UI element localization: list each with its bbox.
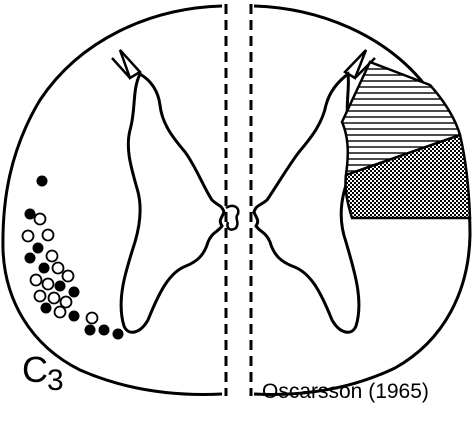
segment-label: C3 [22,352,63,388]
filled-cell-marker [85,325,96,336]
filled-cell-marker [69,311,80,322]
open-cell-marker [43,230,54,241]
segment-subscript: 3 [47,364,63,397]
filled-cell-marker [69,287,80,298]
citation: Oscarsson (1965) [262,381,429,402]
open-cell-marker [63,271,74,282]
open-cell-marker [35,214,46,225]
open-cell-marker [53,263,64,274]
open-cell-marker [87,313,98,324]
central-canal [226,206,238,230]
right-grey-matter [254,74,359,332]
open-cell-marker [55,307,66,318]
filled-cell-marker [37,176,48,187]
filled-cell-marker [25,253,36,264]
filled-cell-marker [39,263,50,274]
filled-cell-marker [99,325,110,336]
left-dorsal-root-entry [112,50,140,78]
open-cell-marker [35,291,46,302]
open-cell-marker [31,275,42,286]
left-grey-matter [121,74,224,332]
open-cell-marker [23,231,34,242]
segment-letter: C [22,349,47,390]
filled-cell-marker [113,329,124,340]
filled-cell-marker [33,243,44,254]
open-cell-marker [61,297,72,308]
filled-cell-marker [41,303,52,314]
cell-markers [23,176,124,340]
open-cell-marker [47,251,58,262]
filled-cell-marker [55,281,66,292]
open-cell-marker [49,293,60,304]
open-cell-marker [43,279,54,290]
